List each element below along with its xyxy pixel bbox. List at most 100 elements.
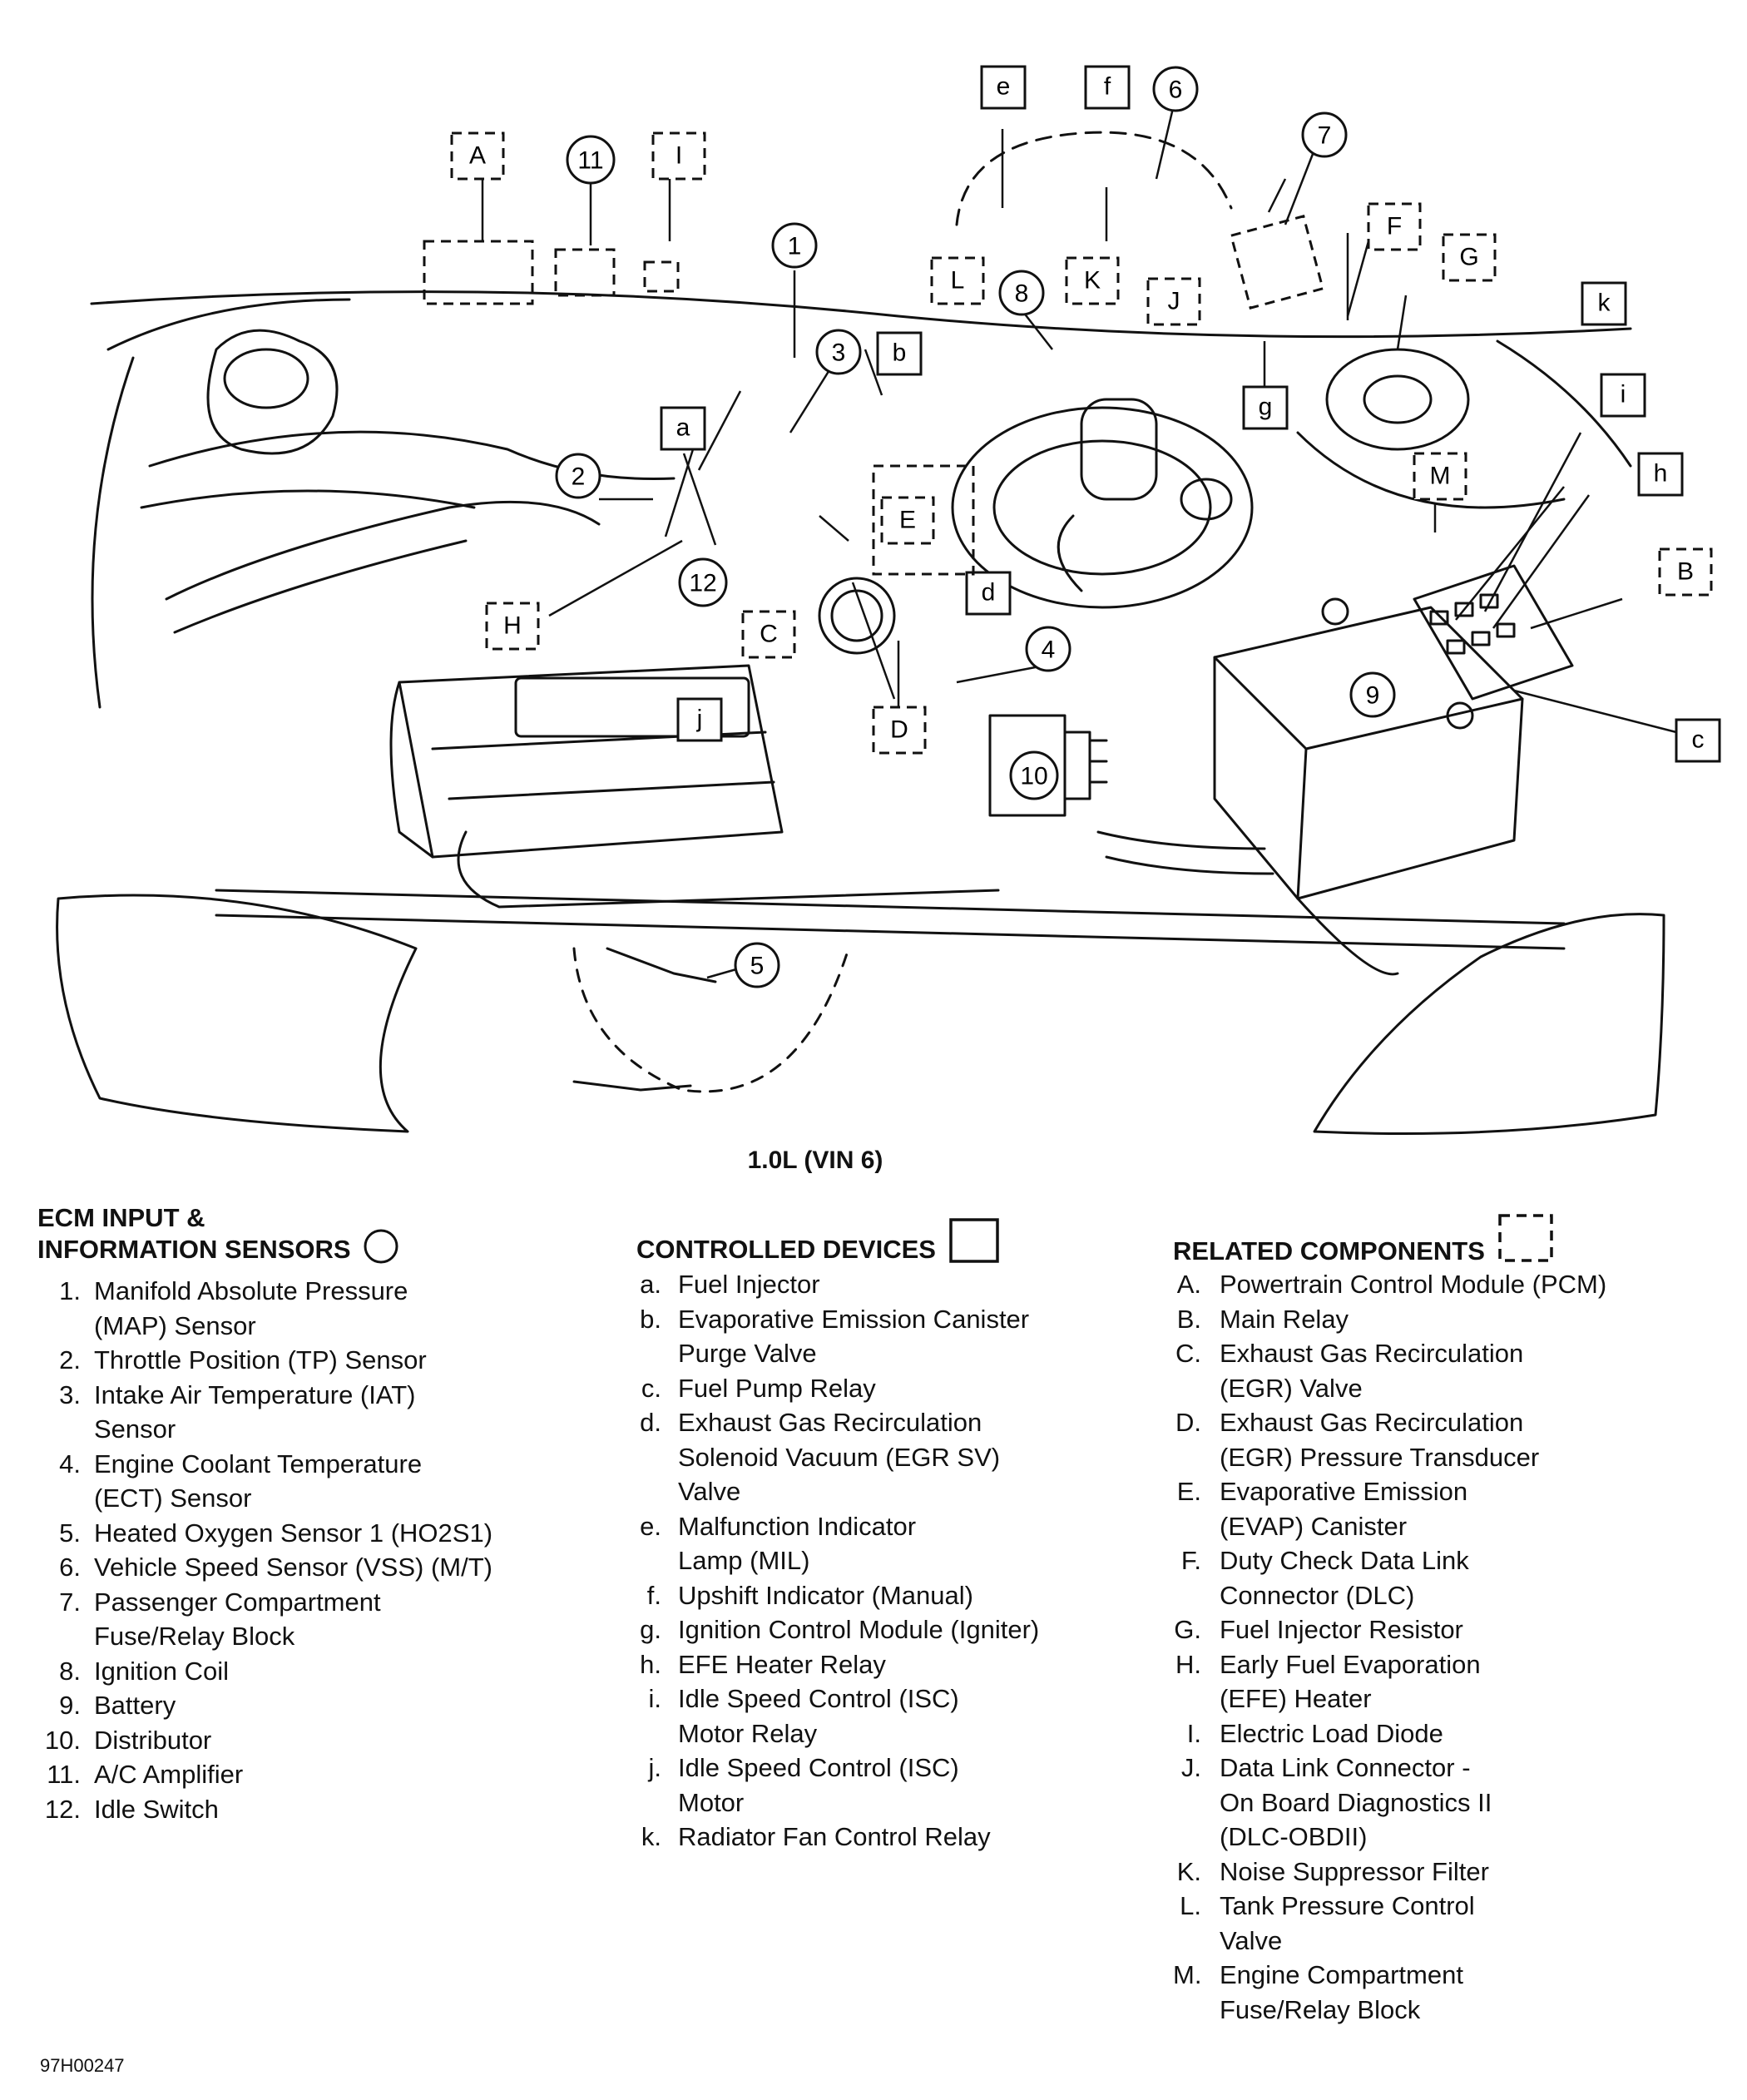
callout-D: D	[872, 706, 927, 755]
callout-H: H	[485, 602, 540, 651]
evap-canister-outline	[872, 464, 975, 576]
related-item-key: B.	[1176, 1304, 1201, 1334]
figure-code: 97H00247	[40, 2055, 125, 2076]
callout-I: I	[651, 131, 706, 181]
callout-C: C	[741, 610, 796, 659]
callout-2: 2	[555, 453, 601, 499]
battery	[1213, 606, 1524, 900]
instrument-panel-arc	[955, 131, 1233, 226]
sensors-item-key: 10.	[44, 1725, 81, 1755]
related-list: A.Powertrain Control Module (PCM)B.Main …	[1173, 1267, 1606, 2027]
devices-item-key: f.	[646, 1580, 661, 1610]
svg-text:i: i	[1621, 381, 1626, 409]
sensor-callouts: 1 2 3 4 5 6 7 8 9 10 11 12	[555, 66, 1396, 988]
svg-text:e: e	[997, 73, 1011, 101]
callout-K: K	[1065, 256, 1120, 305]
svg-text:d: d	[982, 579, 996, 607]
sensors-item-key: 7.	[59, 1587, 81, 1617]
devices-item: k.Radiator Fan Control Relay	[636, 1820, 1039, 1855]
callout-B: B	[1658, 547, 1713, 597]
devices-item-key: h.	[640, 1649, 661, 1679]
callout-M: M	[1413, 452, 1467, 501]
sensors-item-text: Ignition Coil	[94, 1656, 229, 1686]
related-item: L.Tank Pressure Control Valve	[1173, 1889, 1606, 1958]
brake-booster	[951, 406, 1254, 609]
related-item: E.Evaporative Emission (EVAP) Canister	[1173, 1474, 1606, 1543]
sensor-symbol-circle-icon	[364, 1229, 398, 1264]
svg-text:H: H	[503, 612, 522, 640]
sensors-item-text: Manifold Absolute Pressure (MAP) Sensor	[94, 1276, 408, 1340]
svg-text:k: k	[1598, 290, 1611, 317]
related-item-key: D.	[1175, 1408, 1201, 1437]
callout-L: L	[930, 256, 985, 305]
sensors-item-text: Intake Air Temperature (IAT) Sensor	[94, 1379, 416, 1444]
related-item-text: Tank Pressure Control Valve	[1220, 1891, 1475, 1955]
related-item-text: Electric Load Diode	[1220, 1718, 1443, 1748]
related-item-text: Data Link Connector - On Board Diagnosti…	[1220, 1753, 1492, 1851]
svg-text:1: 1	[788, 233, 802, 260]
sensors-item: 9.Battery	[37, 1688, 492, 1723]
sensors-item: 5.Heated Oxygen Sensor 1 (HO2S1)	[37, 1516, 492, 1551]
svg-text:g: g	[1259, 394, 1273, 421]
left-headlamp	[56, 894, 418, 1133]
related-item: H.Early Fuel Evaporation (EFE) Heater	[1173, 1647, 1606, 1716]
engine-fuse-block	[1413, 564, 1574, 701]
callout-6: 6	[1152, 66, 1199, 112]
sensors-item-text: Distributor	[94, 1725, 212, 1755]
front-crossmember	[215, 889, 1566, 925]
devices-item: c.Fuel Pump Relay	[636, 1371, 1039, 1406]
sensors-list: 1.Manifold Absolute Pressure (MAP) Senso…	[37, 1274, 492, 1826]
svg-text:f: f	[1104, 73, 1111, 101]
passenger-fuse-block-outline	[1230, 215, 1324, 310]
brake-reservoir	[1080, 398, 1158, 501]
devices-item: a. Fuel Injector	[636, 1267, 1039, 1302]
devices-item-key: d.	[640, 1408, 661, 1437]
svg-text:c: c	[1692, 726, 1705, 754]
sensors-item: 6.Vehicle Speed Sensor (VSS) (M/T)	[37, 1550, 492, 1585]
devices-item-key: e.	[640, 1511, 661, 1541]
related-item: K.Noise Suppressor Filter	[1173, 1855, 1606, 1890]
devices-item-text: Fuel Injector	[678, 1270, 820, 1299]
devices-item-key: k.	[641, 1822, 661, 1851]
intake-duct	[165, 500, 601, 601]
devices-item: g.Ignition Control Module (Igniter)	[636, 1612, 1039, 1647]
related-item-text: Early Fuel Evaporation (EFE) Heater	[1220, 1649, 1481, 1714]
related-heading: RELATED COMPONENTS	[1173, 1202, 1606, 1267]
related-item: M.Engine Compartment Fuse/Relay Block	[1173, 1958, 1606, 2027]
device-symbol-box-icon	[949, 1218, 999, 1263]
valve-cover	[398, 664, 784, 859]
related-item-key: M.	[1173, 1960, 1202, 1989]
svg-text:2: 2	[572, 463, 586, 491]
svg-text:I: I	[676, 142, 682, 170]
callout-g: g	[1242, 385, 1289, 430]
sensors-item-text: Engine Coolant Temperature (ECT) Sensor	[94, 1449, 423, 1513]
svg-text:J: J	[1168, 288, 1180, 315]
sensors-item: 2.Throttle Position (TP) Sensor	[37, 1343, 492, 1378]
related-item-key: A.	[1176, 1270, 1201, 1299]
related-item-text: Powertrain Control Module (PCM)	[1220, 1270, 1607, 1299]
svg-text:C: C	[760, 621, 778, 648]
devices-item-text: Upshift Indicator (Manual)	[678, 1580, 973, 1610]
devices-item-text: Fuel Pump Relay	[678, 1373, 876, 1403]
svg-text:j: j	[696, 706, 703, 733]
svg-text:b: b	[893, 339, 907, 367]
sensors-item-text: Throttle Position (TP) Sensor	[94, 1345, 427, 1374]
related-item: I.Electric Load Diode	[1173, 1716, 1606, 1751]
callout-k: k	[1581, 281, 1627, 326]
sensors-heading: ECM INPUT & INFORMATION SENSORS	[37, 1202, 492, 1265]
sensors-item-key: 3.	[59, 1379, 81, 1409]
devices-item: b.Evaporative Emission Canister Purge Va…	[636, 1302, 1039, 1371]
sensors-item-text: Battery	[94, 1691, 176, 1720]
callout-d: d	[965, 571, 1012, 616]
sensors-item: 3. Intake Air Temperature (IAT) Sensor	[37, 1378, 492, 1447]
sensors-item-text: Heated Oxygen Sensor 1 (HO2S1)	[94, 1518, 493, 1548]
devices-item-key: i.	[648, 1684, 662, 1713]
ac-amplifier-outline	[554, 248, 616, 297]
callout-c: c	[1675, 718, 1721, 763]
callout-G: G	[1442, 233, 1497, 282]
engine-caption: 1.0L (VIN 6)	[747, 1147, 883, 1174]
callout-b: b	[876, 331, 923, 376]
devices-item-key: a.	[640, 1270, 661, 1299]
sensors-item-key: 11.	[47, 1760, 81, 1789]
left-strut-tower	[206, 329, 339, 455]
